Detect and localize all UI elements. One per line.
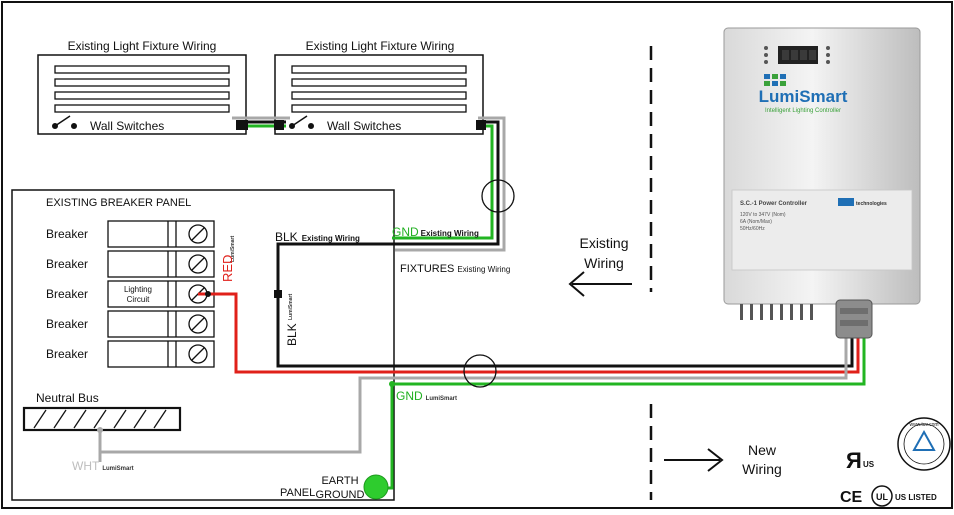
left-wall-switches-label: Wall Switches bbox=[90, 119, 164, 133]
ru-mark-icon: Я bbox=[846, 448, 862, 473]
earth-ground-icon bbox=[363, 474, 389, 500]
switch-lever bbox=[54, 115, 71, 127]
right-fixture-title: Existing Light Fixture Wiring bbox=[306, 39, 455, 53]
spec-text: 6A (Nom/Max) bbox=[740, 219, 772, 225]
ul-mark-icon bbox=[871, 485, 893, 507]
conduit-circle bbox=[463, 354, 497, 388]
left-fixture-title: Existing Light Fixture Wiring bbox=[68, 39, 217, 53]
breaker-panel: EXISTING BREAKER PANEL Breaker Breaker B… bbox=[11, 189, 395, 501]
new-wiring-label: New bbox=[748, 442, 777, 458]
fixture-feed-wires bbox=[395, 116, 515, 252]
lighting-circuit-label: Lighting bbox=[124, 285, 152, 294]
fixture-interconnect-wires bbox=[232, 116, 290, 130]
neutral-terminal bbox=[97, 427, 103, 433]
ul-mark-text: UL bbox=[876, 492, 888, 502]
left-fixture-tube bbox=[54, 104, 230, 113]
left-fixture-tube bbox=[54, 78, 230, 87]
tuv-text: www.tuv.com bbox=[909, 422, 938, 428]
red-wire-label: RED bbox=[220, 255, 235, 282]
switch-lever bbox=[291, 115, 308, 127]
lighting-circuit-label: Circuit bbox=[127, 295, 150, 304]
right-light-fixture: Existing Light Fixture Wiring Wall Switc… bbox=[274, 39, 484, 135]
new-wiring-label: Wiring bbox=[742, 461, 782, 477]
switch-contact bbox=[71, 123, 77, 129]
right-fixture-tube bbox=[291, 104, 467, 113]
breaker-label: Breaker bbox=[46, 287, 88, 301]
breaker-row: Breaker bbox=[46, 310, 215, 338]
neutral-bus-hatch bbox=[33, 409, 167, 429]
switch-contact bbox=[308, 123, 314, 129]
breaker-label: Breaker bbox=[46, 317, 88, 331]
ru-us-label: US bbox=[863, 460, 875, 469]
earth-ground-label: EARTH bbox=[321, 475, 358, 487]
spec-plate bbox=[731, 189, 913, 271]
right-fixture-tube bbox=[291, 91, 467, 100]
spec-text: 120V to 347V (Nom) bbox=[740, 212, 786, 218]
lumismart-logo-icon bbox=[764, 74, 786, 86]
breaker-row: Breaker bbox=[46, 250, 215, 278]
right-fixture-tube bbox=[291, 65, 467, 74]
right-arrow-icon bbox=[707, 448, 724, 472]
white-wire bbox=[98, 336, 848, 462]
tech-badge-text: technologies bbox=[856, 201, 887, 207]
tuv-triangle-icon bbox=[912, 429, 936, 451]
black-wire bbox=[276, 242, 854, 368]
red-wire bbox=[198, 292, 860, 374]
panel-title: EXISTING BREAKER PANEL bbox=[46, 197, 191, 209]
earth-ground-label: GROUND bbox=[316, 489, 365, 501]
right-wall-switches-label: Wall Switches bbox=[327, 119, 401, 133]
existing-wiring-label: Wiring bbox=[584, 255, 624, 271]
breaker-label: Breaker bbox=[46, 257, 88, 271]
tuv-mark-icon bbox=[897, 417, 951, 471]
left-arrow-icon bbox=[568, 271, 585, 297]
conduit-circle bbox=[481, 179, 515, 213]
existing-wiring-legend: Existing Wiring bbox=[568, 235, 632, 297]
lumismart-tagline: Intelligent Lighting Controller bbox=[765, 108, 841, 114]
breaker-row-lighting: Breaker Lighting Circuit bbox=[46, 280, 215, 308]
lumismart-mark: LumiSmart bbox=[288, 294, 294, 320]
wire-splice bbox=[274, 290, 282, 298]
right-fixture-tube bbox=[291, 78, 467, 87]
left-fixture-tube bbox=[54, 91, 230, 100]
tech-badge-icon bbox=[838, 198, 854, 206]
ul-listed-label: US LISTED bbox=[895, 493, 937, 502]
blk-vertical-label: BLK bbox=[285, 323, 299, 346]
lumismart-mark: LumiSmart bbox=[230, 236, 236, 262]
existing-wiring-label: Existing bbox=[579, 235, 628, 251]
ce-mark: CE bbox=[840, 489, 863, 506]
breaker-label: Breaker bbox=[46, 347, 88, 361]
ground-junction bbox=[389, 381, 395, 387]
wire-terminal bbox=[205, 291, 211, 297]
left-fixture-tube bbox=[54, 65, 230, 74]
panel-label: PANEL bbox=[280, 487, 315, 499]
spec-text: S.C.-1 Power Controller bbox=[740, 201, 808, 207]
left-light-fixture: Existing Light Fixture Wiring Wall Switc… bbox=[37, 39, 247, 135]
lumismart-brand-name: LumiSmart bbox=[759, 87, 848, 106]
breaker-row: Breaker bbox=[46, 220, 215, 248]
breaker-label: Breaker bbox=[46, 227, 88, 241]
display-digits bbox=[782, 50, 816, 60]
spec-text: 50Hz/60Hz bbox=[740, 226, 765, 232]
cable-gland bbox=[835, 299, 873, 339]
breaker-row: Breaker bbox=[46, 340, 215, 368]
neutral-bus-label: Neutral Bus bbox=[36, 391, 99, 405]
neutral-bus-bar bbox=[22, 406, 182, 432]
controller-heatsink bbox=[740, 304, 813, 320]
new-wiring-legend: New Wiring bbox=[664, 442, 782, 477]
certification-marks: Я US www.tuv.com CE UL US LISTED bbox=[840, 417, 951, 507]
lumismart-controller: LumiSmart Intelligent Lighting Controlle… bbox=[723, 27, 921, 339]
